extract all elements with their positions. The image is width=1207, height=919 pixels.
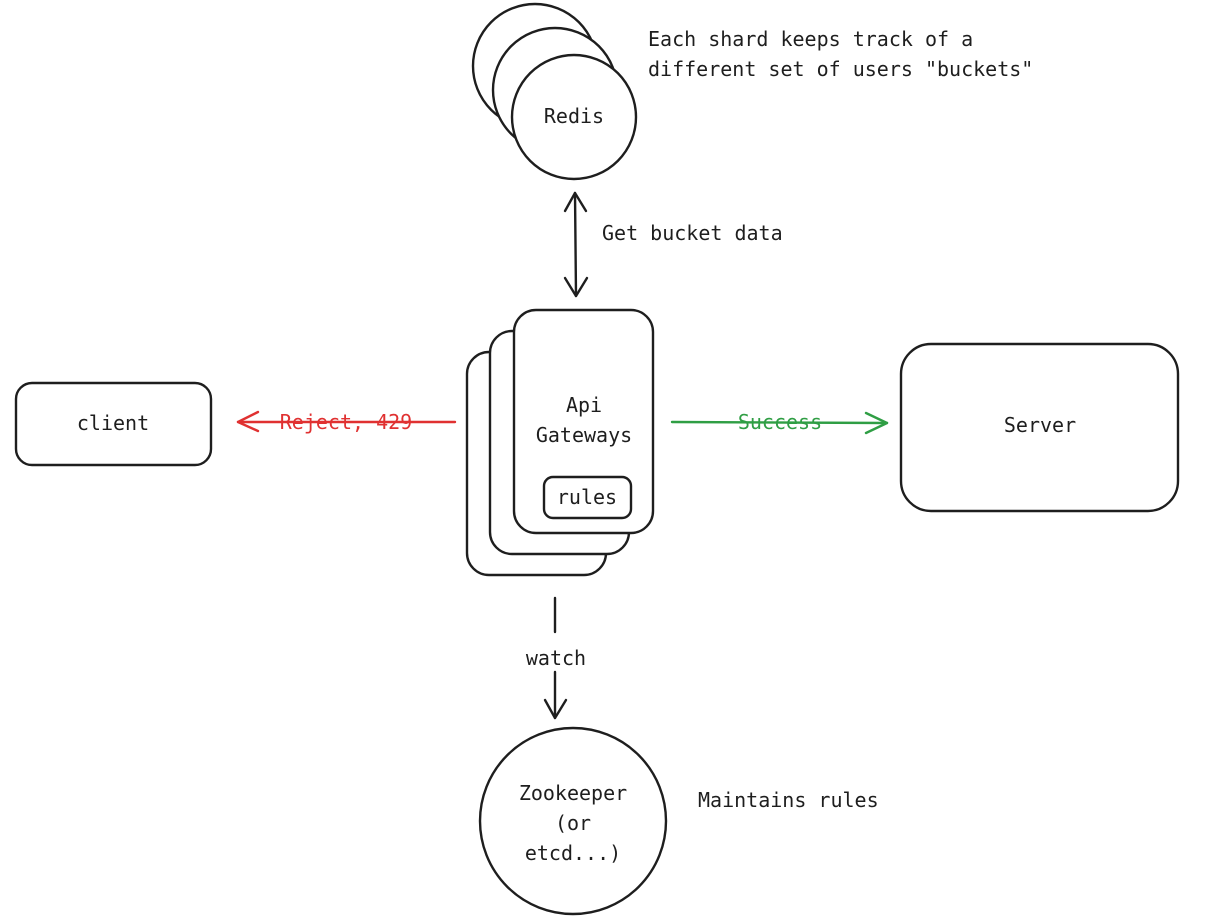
- watch-arrow: [543, 596, 568, 720]
- redis-gateway-arrow: [563, 191, 589, 298]
- server-label: Server: [1004, 413, 1076, 437]
- server-node: Server: [899, 342, 1180, 513]
- watch-label: watch: [526, 646, 586, 670]
- reject-arrow: Reject, 429: [236, 410, 457, 434]
- redis-label: Redis: [544, 104, 604, 128]
- redis-shards: Redis: [471, 2, 638, 181]
- success-arrow: Success: [670, 410, 889, 435]
- gateway-label-line1: Api: [566, 393, 602, 417]
- api-gateways: Api Gateways rules: [465, 308, 655, 577]
- rules-label: rules: [557, 485, 617, 509]
- redis-note-line2: different set of users "buckets": [648, 57, 1033, 81]
- rules-box: [542, 475, 633, 520]
- client-box: [14, 381, 213, 467]
- redis-note-line1: Each shard keeps track of a: [648, 27, 973, 51]
- zookeeper-label-line2: (or: [555, 811, 591, 835]
- zookeeper-label-line1: Zookeeper: [519, 781, 627, 805]
- zookeeper-circle: [478, 726, 668, 916]
- zookeeper-label-line3: etcd...): [525, 841, 621, 865]
- server-box: [899, 342, 1180, 513]
- zookeeper-note: Maintains rules: [698, 788, 879, 812]
- gateway-label-line2: Gateways: [536, 423, 632, 447]
- redis-shard-front: [510, 53, 638, 181]
- client-node: client: [14, 381, 213, 467]
- redis-gateway-label: Get bucket data: [602, 221, 783, 245]
- zookeeper-node: Zookeeper (or etcd...): [478, 726, 668, 916]
- client-label: client: [77, 411, 149, 435]
